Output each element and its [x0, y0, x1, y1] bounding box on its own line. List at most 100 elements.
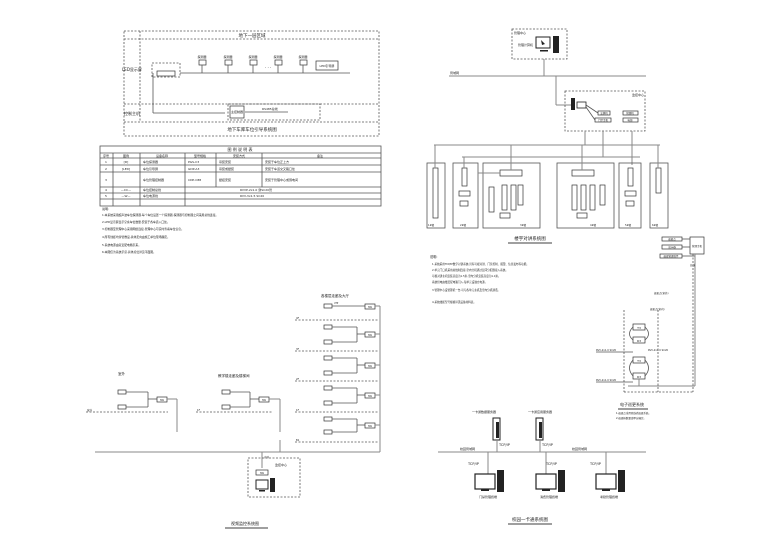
svg-text:6#楼: 6#楼 — [652, 223, 659, 227]
svg-text:设备名称: 设备名称 — [156, 153, 168, 158]
parking-diagram-title: 地下车库车位引导系统图 — [227, 126, 277, 133]
svg-text:安装于管理中心或弱电间: 安装于管理中心或弱电间 — [265, 177, 298, 182]
table-row: 4 —CC— 车位控制总线 RVVP-2x1.0 穿SC20管 — [105, 187, 272, 192]
svg-text:3.管理中心设管理机一台,可与各单元主机及室内分机通话。: 3.管理中心设管理机一台,可与各单元主机及室内分机通话。 — [432, 288, 500, 292]
svg-text:1.巡更点采用离线式巡更系统。: 1.巡更点采用离线式巡更系统。 — [616, 411, 651, 415]
svg-text:3: 3 — [105, 178, 107, 182]
svg-text:4#楼: 4#楼 — [590, 223, 597, 227]
svg-text:3.控制器至管理中心采用网络连接,管理中心可实时查看车位信息: 3.控制器至管理中心采用网络连接,管理中心可实时查看车位信息。 — [102, 227, 184, 231]
svg-text:SW: SW — [160, 398, 165, 402]
table-row: 1 [D] 车位探测器 PGS-C3 吊装安装 安装于车位正上方 — [105, 159, 289, 164]
monitoring-center-frame — [564, 90, 646, 132]
svg-text:TCP/IP: TCP/IP — [467, 462, 479, 466]
server-icon — [571, 98, 575, 110]
svg-text:车位控制总线: 车位控制总线 — [143, 187, 161, 192]
svg-text:室外: 室外 — [118, 371, 125, 376]
building-block: 1#楼 — [426, 145, 446, 229]
svg-text:2: 2 — [105, 167, 107, 171]
svg-text:探测器: 探测器 — [223, 54, 232, 59]
svg-text:4F: 4F — [296, 316, 300, 320]
svg-text:车位探测器: 车位探测器 — [143, 159, 158, 164]
svg-text:校园局域网: 校园局域网 — [460, 446, 475, 451]
svg-text:探测器: 探测器 — [248, 54, 257, 59]
svg-text:SW: SW — [368, 424, 373, 428]
svg-text:—W—: —W— — [122, 194, 131, 198]
svg-text:T3: T3 — [636, 359, 641, 363]
intercom-notes: 说明: 1.系统采用TCP/IP数字对讲系统,具有可视对讲、门禁控制、报警、信息… — [430, 254, 529, 304]
svg-text:巡更点: 巡更点 — [668, 237, 676, 241]
svg-text:3F: 3F — [296, 347, 300, 351]
legend-table-title: 图 例 说 明 表 — [227, 146, 252, 152]
svg-text:—CC—: —CC— — [121, 188, 131, 192]
svg-text:巡更管理软件: 巡更管理软件 — [663, 254, 679, 258]
svg-text:RVVP-2x1.0 穿SC20管: RVVP-2x1.0 穿SC20管 — [240, 187, 272, 192]
svg-text:5.系统电源由就近配电箱引来。: 5.系统电源由就近配电箱引来。 — [102, 243, 141, 247]
svg-text:管理计算机: 管理计算机 — [518, 42, 533, 47]
svg-text:考勤管理终端: 考勤管理终端 — [600, 494, 618, 499]
svg-text:管理机: 管理机 — [626, 111, 634, 115]
svg-text:6.本图仅为系统示意,具体点位详见平面图。: 6.本图仅为系统示意,具体点位详见平面图。 — [102, 250, 156, 254]
row-label-led: LED显示屏 — [122, 66, 142, 72]
svg-text:安装于车位正上方: 安装于车位正上方 — [265, 159, 289, 164]
svg-text:探测器: 探测器 — [298, 54, 307, 59]
svg-text:2.巡更棒数量由甲方确定。: 2.巡更棒数量由甲方确定。 — [616, 416, 646, 420]
svg-text:巡更点(室外): 巡更点(室外) — [654, 291, 668, 295]
management-center-frame — [511, 28, 568, 60]
svg-text:1.本系统采用超声波车位探测器,每个车位设置一个探测器,探测: 1.本系统采用超声波车位探测器,每个车位设置一个探测器,探测器与控制器之间采用总… — [102, 213, 218, 217]
svg-text:TCP/IP: TCP/IP — [498, 443, 510, 447]
svg-text:吊装或壁装: 吊装或壁装 — [219, 166, 234, 171]
svg-text:SW: SW — [368, 305, 373, 309]
svg-text:室外: 室外 — [87, 408, 93, 412]
building-block: 6#楼 — [649, 145, 669, 229]
svg-text:2#楼: 2#楼 — [460, 223, 467, 227]
workstation-icon: 门禁管理终端 — [474, 470, 504, 499]
legend-table: 图 例 说 明 表 序号 图例 设备名称 型号规格 安装方式 备注 1 [D] … — [99, 145, 382, 254]
svg-text:RVV-2x1.0 SC20: RVV-2x1.0 SC20 — [596, 348, 617, 352]
led-guide-screen — [315, 60, 339, 71]
table-row: 2 [LED] 车位引导屏 GDP-A3 吊装或壁装 安装于车道交叉路口处 — [105, 166, 295, 171]
workstation-icon: 考勤管理终端 — [595, 470, 625, 499]
svg-text:探测器: 探测器 — [197, 54, 206, 59]
svg-text:门禁主机: 门禁主机 — [598, 118, 609, 122]
svg-text:教学楼走廊及楼梯间: 教学楼走廊及楼梯间 — [218, 373, 250, 378]
svg-text:一卡通数据服务器: 一卡通数据服务器 — [472, 409, 496, 414]
svg-text:探测器: 探测器 — [273, 54, 282, 59]
svg-text:1F: 1F — [296, 408, 300, 412]
svg-text:监控中心: 监控中心 — [632, 92, 644, 97]
campus-card-diagram: 一卡通数据服务器 一卡通应用服务器 TCP/IP TCP/IP 校园局域网 校园… — [438, 409, 646, 525]
svg-text:光纤: 光纤 — [264, 455, 270, 459]
svg-text:CDP-C88: CDP-C88 — [188, 178, 201, 182]
svg-text:监控中心: 监控中心 — [275, 462, 287, 467]
svg-text:总线: 总线 — [690, 263, 696, 267]
svg-text:4: 4 — [105, 188, 107, 192]
svg-text:车位管理控制器: 车位管理控制器 — [143, 177, 164, 182]
svg-text:安装方式: 安装方式 — [233, 153, 245, 158]
svg-text:RVV-2x1.0 SC20: RVV-2x1.0 SC20 — [596, 378, 617, 382]
svg-text:SW: SW — [368, 364, 373, 368]
svg-text:消费管理终端: 消费管理终端 — [540, 494, 558, 499]
svg-text:SW: SW — [368, 333, 373, 337]
svg-text:管理中心: 管理中心 — [514, 30, 526, 35]
workstation-icon — [255, 478, 275, 492]
camera-icon — [117, 404, 127, 410]
svg-text:4.系统线缆型号规格详见设备材料表。: 4.系统线缆型号规格详见设备材料表。 — [432, 300, 476, 304]
svg-text:5: 5 — [105, 194, 107, 198]
svg-text:1#楼: 1#楼 — [428, 223, 435, 227]
floor-camera-group: SW — [323, 324, 376, 345]
floor-camera-group: SW UTP — [323, 302, 376, 310]
floor-camera-group: SW — [323, 385, 376, 406]
led-screen-symbol — [156, 70, 176, 77]
detector-node: 探测器 — [298, 54, 308, 73]
svg-text:主控制器: 主控制器 — [231, 109, 243, 114]
svg-text:LED引导屏: LED引导屏 — [320, 63, 335, 68]
computer-icon — [535, 36, 559, 53]
svg-text:读卡器: 读卡器 — [668, 245, 676, 249]
svg-text:可视对讲主机安装高度为1.5米,室内分机安装高度为1.4米。: 可视对讲主机安装高度为1.5米,室内分机安装高度为1.4米。 — [432, 274, 501, 278]
svg-text:TCP/IP: TCP/IP — [589, 462, 601, 466]
camera-icon — [221, 404, 231, 410]
building-block: 4#楼 — [556, 145, 615, 229]
camera-icon — [117, 389, 127, 395]
svg-text:TCP/IP: TCP/IP — [541, 443, 553, 447]
svg-text:说明:: 说明: — [102, 206, 109, 211]
card-diagram-title: 校园一卡通系统图 — [512, 516, 548, 523]
